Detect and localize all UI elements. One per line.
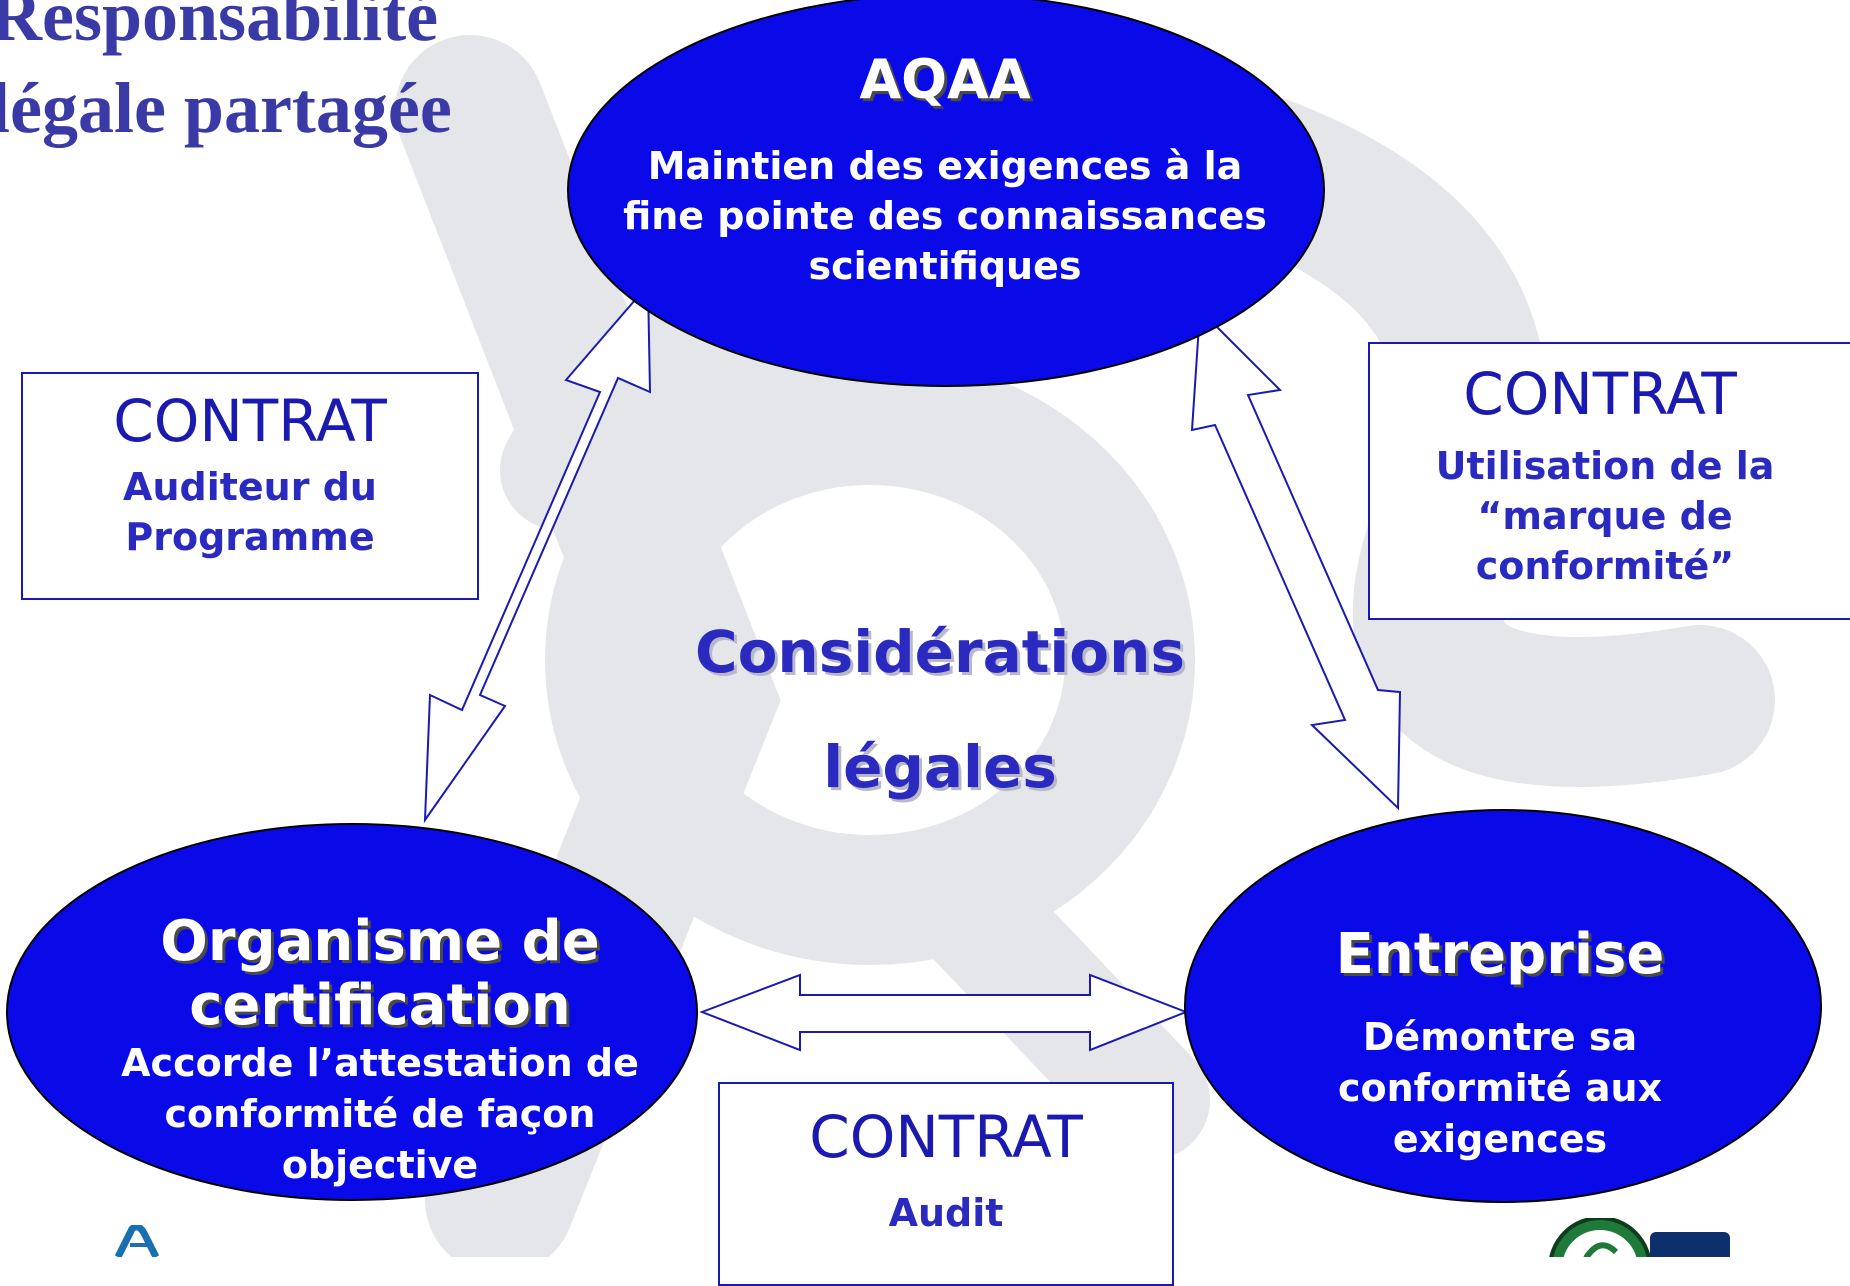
ellipses-layer (6, 0, 1822, 1203)
aqaa-ellipse (567, 0, 1325, 387)
aqaa-title: AQAA (859, 48, 1031, 111)
contract-title: CONTRAT (1463, 360, 1737, 428)
center-label: Considérations légales (620, 595, 1260, 825)
entreprise-description: Démontre sa conformité aux exigences (1337, 1015, 1663, 1161)
entreprise-ellipse (1184, 809, 1822, 1203)
aqaa-node: AQAA Maintien des exigences à la fine po… (590, 45, 1300, 291)
page-title: Responsabilité légale partagée (0, 0, 452, 148)
contract-box-bottom: CONTRAT Audit (718, 1082, 1174, 1286)
center-label-line2: légales (823, 733, 1057, 801)
organisme-title: Organisme de certification (160, 909, 600, 1038)
contract-title: CONTRAT (809, 1103, 1083, 1171)
entreprise-node: Entreprise Démontre sa conformité aux ex… (1210, 920, 1790, 1165)
aqaa-logo (114, 1225, 160, 1257)
contract-subtitle: Audit (888, 1191, 1004, 1235)
contract-subtitle: Auditeur du Programme (123, 465, 377, 559)
aqaa-description: Maintien des exigences à la fine pointe … (623, 144, 1267, 288)
center-label-line1: Considérations (695, 618, 1185, 686)
organisme-ellipse (6, 823, 698, 1201)
contract-box-right: CONTRAT Utilisation de la “marque de con… (1368, 342, 1850, 620)
arrow-aqaa-organisme (423, 282, 652, 824)
contract-title: CONTRAT (113, 387, 387, 455)
arrow-aqaa-entreprise (1190, 307, 1402, 811)
organisme-node: Organisme de certification Accorde l’att… (100, 910, 660, 1191)
entreprise-title: Entreprise (1335, 922, 1665, 987)
arrows-layer (423, 282, 1402, 1052)
contract-subtitle: Utilisation de la “marque de conformité” (1435, 444, 1775, 588)
partner-logo (1549, 1218, 1730, 1257)
contract-box-left: CONTRAT Auditeur du Programme (21, 372, 479, 600)
organisme-description: Accorde l’attestation de conformité de f… (121, 1041, 639, 1187)
